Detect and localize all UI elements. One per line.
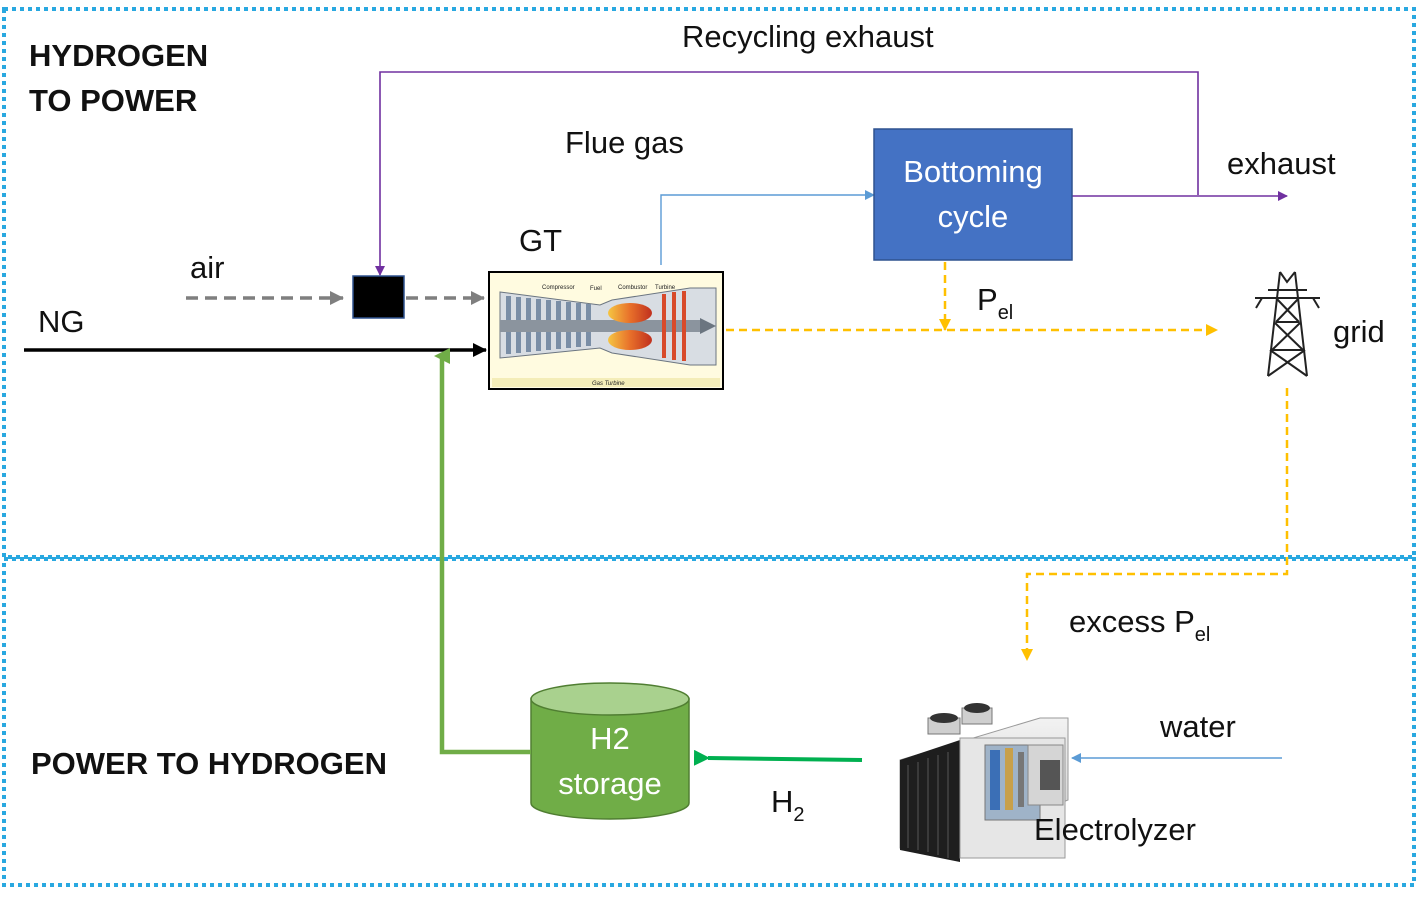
power-to-hydrogen-title: POWER TO HYDROGEN <box>31 746 387 781</box>
water-label: water <box>1160 709 1236 744</box>
hydrogen-to-power-section <box>2 7 1416 559</box>
ng-label: NG <box>38 304 85 339</box>
recycling-exhaust-line <box>375 71 1199 276</box>
flue-gas-line <box>660 190 875 265</box>
p-el-label: Pel <box>977 282 1014 324</box>
hydrogen-to-power-title: HYDROGEN TO POWER <box>29 38 209 118</box>
gt-label: GT <box>519 223 563 258</box>
air-label: air <box>190 250 225 285</box>
exhaust-label: exhaust <box>1227 146 1336 181</box>
gt-turbine-label: Turbine <box>655 285 676 291</box>
bottoming-cycle-box <box>873 128 1073 261</box>
gt-combustor-label: Combustor <box>618 285 647 291</box>
gt-fuel-label: Fuel <box>590 286 602 292</box>
h2-line <box>693 749 863 766</box>
h2-storage-label: H2 storage <box>558 721 662 801</box>
electrolyzer-image <box>899 703 1069 862</box>
excess-p-el-label: excess Pel <box>1069 604 1211 646</box>
gt-caption: Gas Turbine <box>592 381 625 387</box>
power-to-hydrogen-section <box>2 557 1416 887</box>
h2-label: H2 <box>771 784 805 826</box>
mixer-block <box>352 275 405 319</box>
bottoming-cycle-label: Bottoming cycle <box>903 154 1043 234</box>
grid-label: grid <box>1333 314 1385 349</box>
recycling-exhaust-label: Recycling exhaust <box>682 19 934 54</box>
electrolyzer-label: Electrolyzer <box>1034 812 1196 847</box>
h2-storage-cylinder <box>530 682 690 820</box>
h2-to-gt-line <box>434 348 531 755</box>
grid-pylon-icon <box>1255 271 1320 377</box>
excess-power-line <box>1021 388 1289 661</box>
flue-gas-label: Flue gas <box>565 125 684 160</box>
gt-compressor-label: Compressor <box>542 285 575 291</box>
gas-turbine-image: Compressor Fuel Combustor Turbine Gas Tu… <box>488 271 724 390</box>
